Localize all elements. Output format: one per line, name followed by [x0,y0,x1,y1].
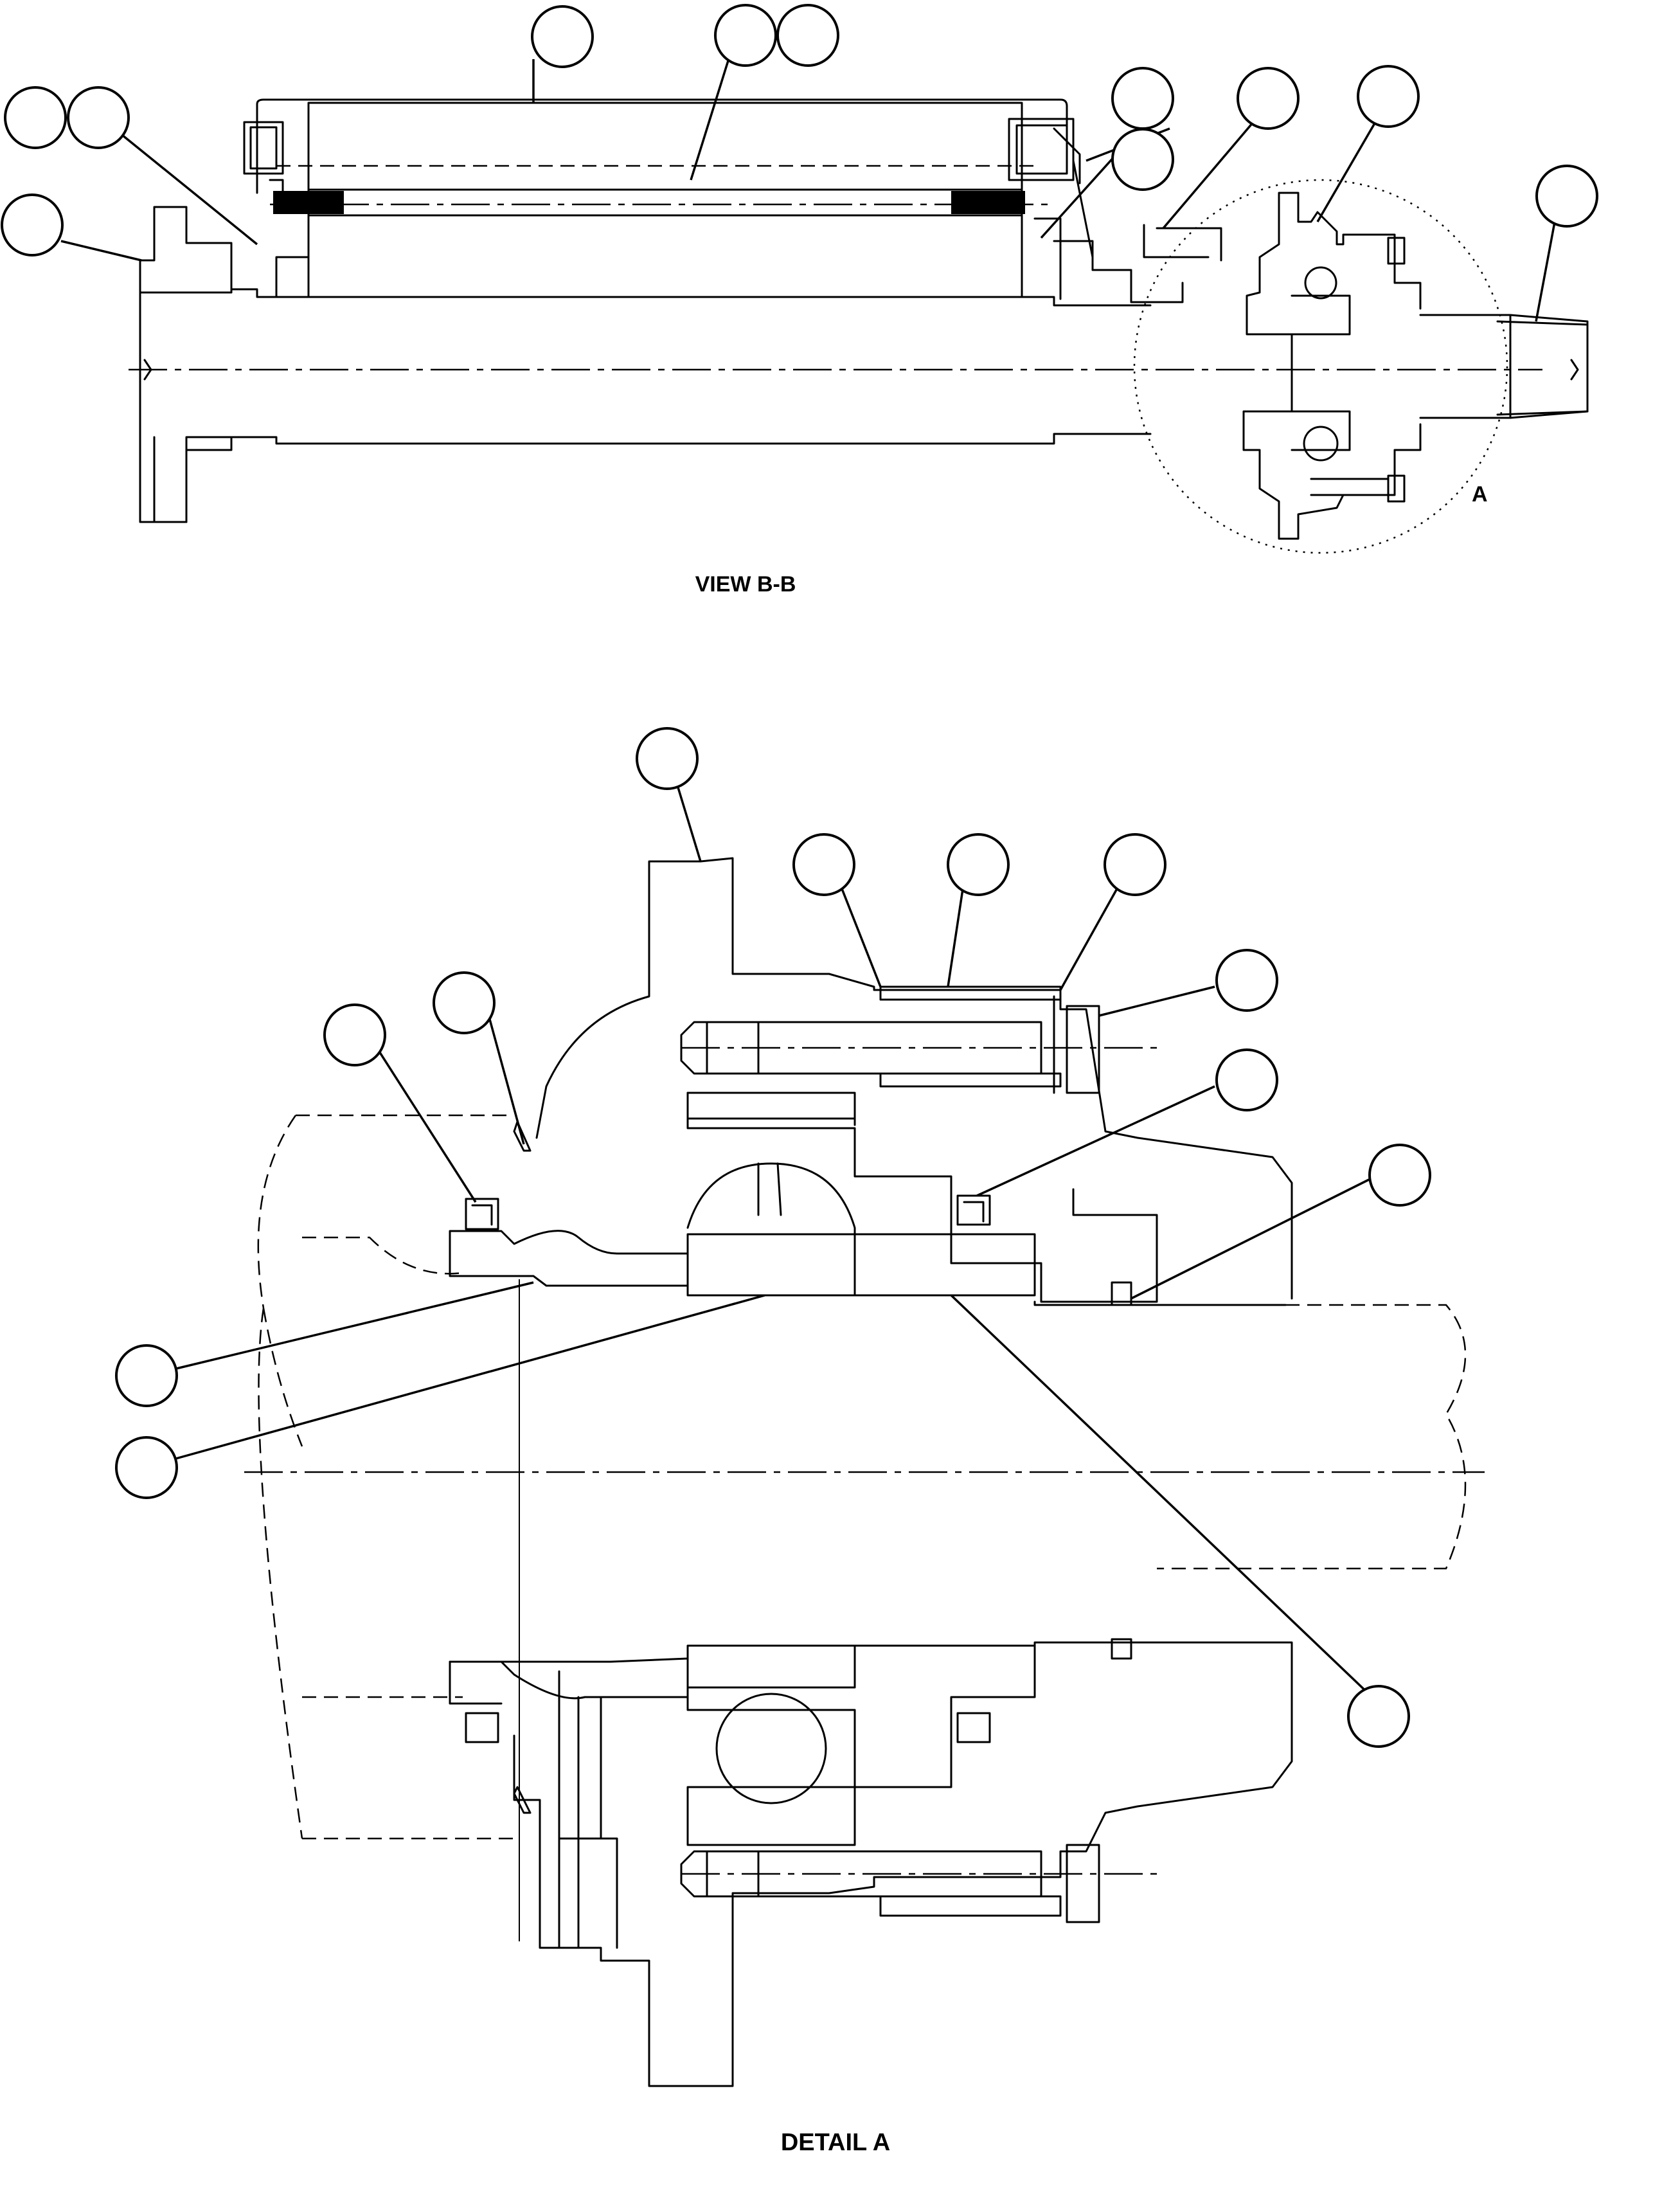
bearing-upper [686,1092,1036,1297]
lip-seal-lower-right [956,1712,991,1743]
leader-v8 [1535,218,1557,322]
callout-bubble [792,833,855,896]
callout-bubble [67,86,130,149]
view-bb [129,98,1589,554]
leader-d3 [947,880,965,987]
callout-bubble [714,4,777,67]
bolt-lower [680,1844,1100,1923]
callout-bubble [4,86,67,149]
callout-bubble [323,1003,386,1066]
callout-bubble [115,1344,178,1407]
callout-bubble [433,971,496,1034]
callout-bubble [776,4,839,67]
winding-right [951,191,1025,214]
detail-label: DETAIL A [781,2129,890,2156]
bolt-right-upper [1387,237,1406,265]
callout-bubble [1104,833,1166,896]
bolt-right-lower [1310,474,1406,503]
detail-marker-label: A [1472,482,1488,507]
leader-v6 [1162,121,1255,229]
ball-upper [757,1162,782,1216]
callout-bubble [1535,165,1598,228]
leader-d9 [371,1041,477,1203]
callout-bubble [1111,67,1174,130]
leader-d7 [1130,1178,1370,1300]
detail-a-circle [1133,179,1508,554]
detail-a [244,857,1485,2087]
callout-bubble [1215,949,1278,1012]
leader-d6 [976,1085,1215,1197]
callout-bubble [636,727,699,790]
leader-d8 [484,1002,525,1145]
bearing-housing [1033,159,1222,303]
leader-d1 [677,787,702,862]
leader-d4 [1059,880,1123,991]
leader-v2 [690,56,731,181]
callout-bubble [1368,1144,1431,1207]
seal-lower [449,1660,689,1705]
left-flange [139,206,1152,523]
stem-lower [558,1670,618,1949]
shaft-body [139,288,233,523]
view-callouts [1,4,1598,322]
callout-bubble [1111,128,1174,191]
winding-left [273,191,344,214]
callout-bubble [1,193,64,256]
drum-body [275,102,1023,298]
callout-bubble [1357,65,1420,128]
shaft-top-line [1033,1300,1287,1306]
gearbox-housing [1242,192,1422,540]
lip-seal-lower-left [465,1712,499,1743]
retaining-ring-upper [513,1120,532,1152]
housing-lower [449,1641,1293,2087]
leader-d10 [173,1281,534,1371]
leader-d12 [950,1294,1373,1698]
bearing-lower [686,1644,1036,1846]
callout-bubble [1237,67,1300,130]
marker-left [143,359,152,381]
leader-v3 [121,134,258,246]
leader-d2 [837,880,882,987]
left-end-bracket [243,121,284,207]
gearbox-inner [1291,294,1589,451]
right-shaft-ext [1509,314,1589,419]
callout-bubble [1215,1048,1278,1111]
lip-seal-right [956,1194,991,1226]
bolt-upper [680,995,1100,1094]
right-end-bracket [1008,118,1081,184]
retaining-ring-lower [513,1786,532,1814]
housing-upper [535,857,1293,1300]
lip-seal-left [465,1198,499,1230]
leader-d11 [173,1294,765,1461]
shaft-outline-upper [257,1114,514,1839]
callout-bubble [1347,1685,1410,1748]
key-upper [1111,1281,1132,1306]
shaft-outline-right [1157,1304,1467,1570]
leader-v4 [60,240,142,262]
leader-d5 [1098,985,1215,1017]
lower-ball [1303,426,1339,462]
view-label: VIEW B-B [695,572,796,597]
callout-bubble [531,5,594,68]
detail-callouts [115,727,1431,1748]
tube-band [307,188,1023,217]
callout-bubble [947,833,1010,896]
seal-upper [449,1230,689,1287]
upper-ball [1304,266,1337,300]
key-lower [1111,1638,1132,1660]
callout-bubble [115,1436,178,1499]
ball-lower [715,1693,827,1804]
shaft-outline-lower [302,1696,514,1840]
leader-v7 [1316,121,1377,222]
washer-upper [879,985,1062,1088]
drum-outline [256,98,1068,194]
housing-inner-upper [686,1092,1158,1303]
